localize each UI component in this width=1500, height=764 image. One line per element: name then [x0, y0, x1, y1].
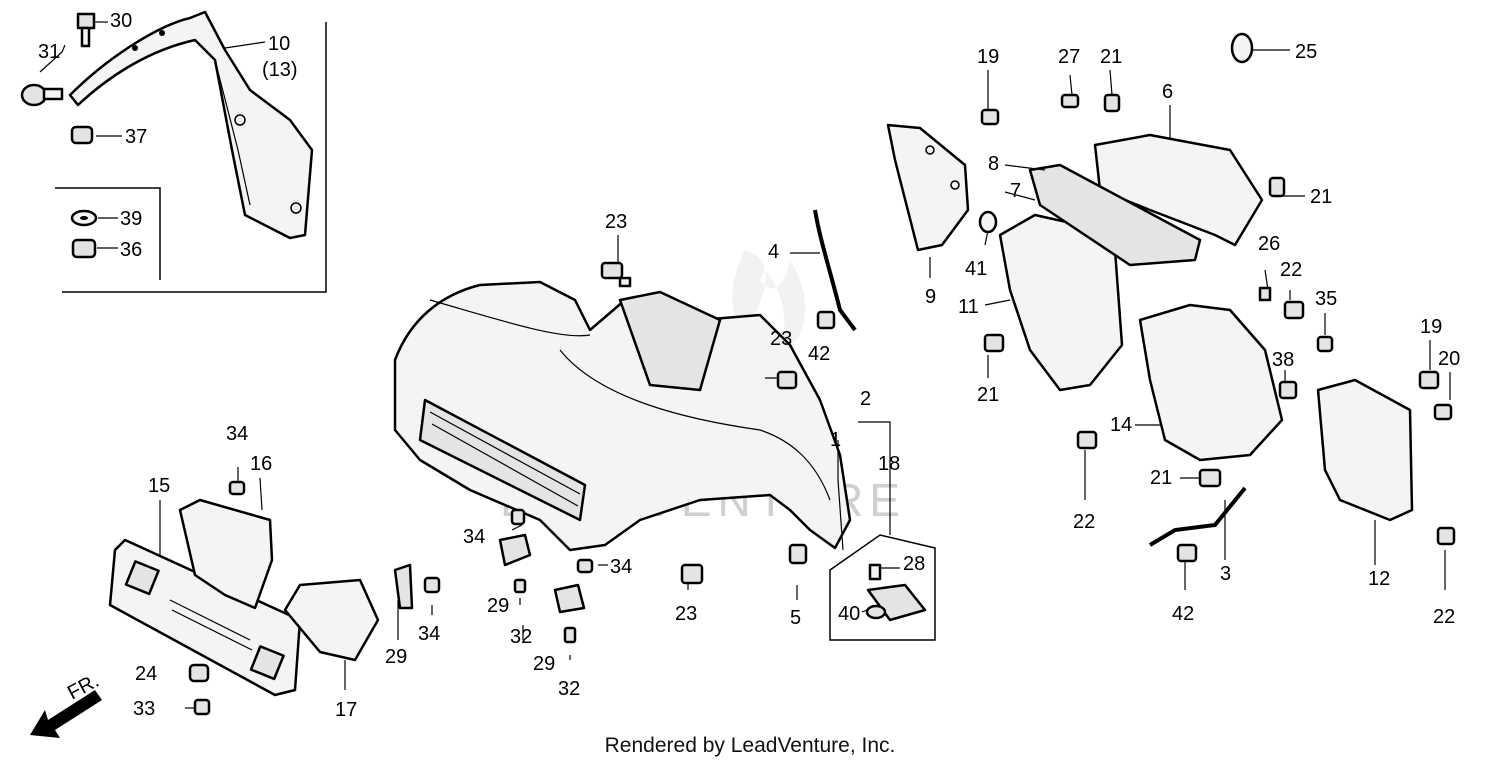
callout-4: 4: [768, 241, 779, 263]
callout-31: 31: [38, 41, 60, 63]
inset-box: [55, 22, 327, 293]
leader-lines: [39, 21, 1451, 709]
callout-22a: 22: [1280, 259, 1302, 281]
callout-15: 15: [148, 475, 170, 497]
callout-32a: 32: [510, 626, 532, 648]
callout-35: 35: [1315, 288, 1337, 310]
callout-1: 1: [830, 429, 841, 451]
callout-22b: 22: [1073, 511, 1095, 533]
plate-7-8: [1028, 163, 1202, 267]
callout-29a: 29: [487, 595, 509, 617]
callout-14: 14: [1110, 414, 1132, 436]
front-fender-body: [393, 280, 852, 552]
callout-38: 38: [1272, 349, 1294, 371]
callout-34a: 34: [463, 526, 485, 548]
callout-11: 11: [958, 296, 979, 318]
callout-32b: 32: [558, 678, 580, 700]
callout-36: 36: [120, 239, 142, 261]
side-cover-9: [886, 123, 970, 252]
nut-36: [71, 238, 97, 259]
stay-3: [1148, 486, 1247, 547]
callout-42a: 42: [808, 343, 830, 365]
credit-text: Rendered by LeadVenture, Inc.: [604, 734, 896, 757]
callout-labels: 30 31 10 (13) 37 39 36 23 4 42 23 19 27 …: [38, 10, 1460, 721]
callout-3: 3: [1220, 563, 1231, 585]
fasteners: [188, 32, 1456, 716]
headlight-case-17: [283, 578, 380, 662]
callout-5: 5: [790, 607, 801, 629]
callout-21b: 21: [1310, 186, 1332, 208]
callout-25: 25: [1295, 41, 1317, 63]
callout-2: 2: [860, 388, 871, 410]
callout-24: 24: [135, 663, 157, 685]
callout-26: 26: [1258, 233, 1280, 255]
callout-21d: 21: [1150, 467, 1172, 489]
callout-20: 20: [1438, 348, 1460, 370]
callout-7: 7: [1010, 180, 1021, 202]
callout-39: 39: [120, 208, 142, 230]
callout-22c: 22: [1433, 606, 1455, 628]
callout-21a: 21: [1100, 46, 1122, 68]
bolt-30: [76, 12, 96, 48]
callout-6: 6: [1162, 81, 1173, 103]
callout-23c: 23: [675, 603, 697, 625]
callout-41: 41: [965, 258, 987, 280]
stay-4: [813, 209, 857, 332]
callout-12: 12: [1368, 568, 1390, 590]
callout-23b: 23: [770, 328, 792, 350]
callout-34c: 34: [226, 423, 248, 445]
callout-28: 28: [903, 553, 925, 575]
nut-37: [70, 125, 94, 145]
callout-8: 8: [988, 153, 999, 175]
fender-flap-10: [68, 10, 314, 240]
grille-15: [108, 538, 302, 697]
callout-29c: 29: [385, 646, 407, 668]
front-direction-arrow: FR.: [30, 670, 103, 738]
callout-34d: 34: [418, 623, 440, 645]
screw-31: [20, 83, 64, 107]
callout-9: 9: [925, 286, 936, 308]
callout-33: 33: [133, 698, 155, 720]
callout-30: 30: [110, 10, 132, 32]
callout-16: 16: [250, 453, 272, 475]
callout-10: 10: [268, 33, 290, 55]
callout-19b: 19: [1420, 316, 1442, 338]
callout-23a: 23: [605, 211, 627, 233]
side-cover-12: [1316, 378, 1414, 522]
callout-27: 27: [1058, 46, 1080, 68]
callout-19a: 19: [977, 46, 999, 68]
headlight-case-16: [178, 498, 274, 610]
callout-18: 18: [878, 453, 900, 475]
callout-40: 40: [838, 603, 860, 625]
callout-13: (13): [262, 59, 298, 81]
callout-21c: 21: [977, 384, 999, 406]
inner-panel-14: [1138, 303, 1284, 462]
callout-29b: 29: [533, 653, 555, 675]
callout-42b: 42: [1172, 603, 1194, 625]
callout-17: 17: [335, 699, 357, 721]
callout-34b: 34: [610, 556, 632, 578]
inner-fender-11: [998, 213, 1124, 392]
washer-39: [70, 209, 98, 227]
callout-37: 37: [125, 126, 147, 148]
